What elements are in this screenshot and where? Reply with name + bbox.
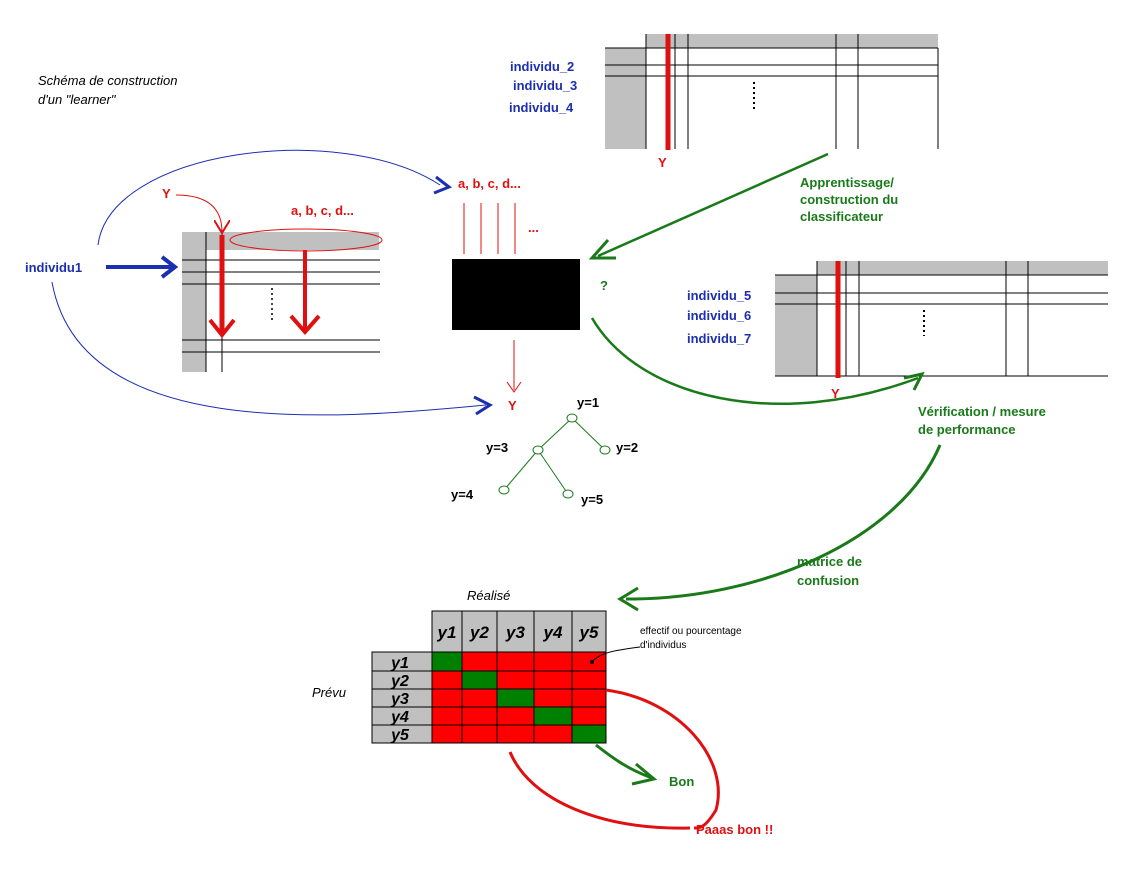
matrix-cell-y5-y3 [496, 724, 535, 744]
matrix-cell-y3-y1 [431, 688, 463, 708]
test-row-individu6: individu_6 [687, 308, 751, 323]
matrix-cell-y1-y2 [461, 651, 498, 672]
bad-curve-right [605, 688, 720, 830]
confusion-col-title: Réalisé [467, 588, 510, 603]
confusion-note-pointer [591, 646, 641, 663]
matrix-col-header-y2 [461, 610, 498, 653]
training-caption-line3: classificateur [800, 209, 883, 224]
tree-node-y1: y=1 [577, 395, 599, 410]
matrix-cell-y3-y4 [533, 688, 573, 708]
matrix-row-label-y2: y2 [390, 673, 409, 690]
bad-curve-left [508, 751, 691, 830]
matrix-col-label-y3: y3 [505, 623, 525, 642]
matrix-col-label-y5: y5 [579, 623, 599, 642]
matrix-cell-y2-y5 [571, 670, 607, 690]
training-row-individu2: individu_2 [510, 59, 574, 74]
training-target-label: Y [658, 155, 667, 170]
test-to-confusion-arrow [625, 444, 942, 601]
learner-question-mark: ? [600, 278, 608, 293]
matrix-cell-y4-y5 [571, 706, 607, 726]
tree-node-y4: y=4 [451, 487, 474, 502]
matrix-cell-y4-y2 [461, 706, 498, 726]
learner-inputs-more: ... [528, 220, 539, 235]
training-to-learner-arrow [597, 152, 829, 258]
matrix-cell-y3-y3 [496, 688, 535, 708]
matrix-row-label-y1: y1 [390, 655, 409, 672]
matrix-col-label-y1: y1 [437, 623, 457, 642]
training-data-table [605, 34, 939, 150]
learner-black-box [452, 259, 580, 330]
learner-inputs-label: a, b, c, d... [458, 176, 521, 191]
learner-input-lines [463, 203, 516, 254]
matrix-col-label-y2: y2 [469, 623, 489, 642]
matrix-cell-y5-y1 [431, 724, 463, 744]
test-row-individu7: individu_7 [687, 331, 751, 346]
confusion-note-line2: d'individus [640, 640, 686, 651]
good-label: Bon [669, 774, 694, 789]
training-row-individu3: individu_3 [513, 78, 577, 93]
tree-node-y3: y=3 [486, 440, 508, 455]
loop-arc-top [97, 149, 441, 246]
diagram-title-line2: d'un "learner" [38, 92, 117, 107]
good-arrow [595, 743, 653, 780]
left-target-label: Y [162, 186, 171, 201]
test-row-individu5: individu_5 [687, 288, 751, 303]
left-features-label: a, b, c, d... [291, 203, 354, 218]
matrix-cell-y1-y3 [496, 651, 535, 672]
matrix-cell-y2-y1 [431, 670, 463, 690]
loop-arc-bottom [51, 281, 487, 416]
matrix-cell-y4-y1 [431, 706, 463, 726]
learner-to-test-arrow [590, 317, 919, 406]
decision-tree [498, 413, 611, 499]
individu1-label: individu1 [25, 260, 82, 275]
confusion-note-line1: effectif ou pourcentage [640, 626, 742, 637]
training-row-individu4: individu_4 [509, 100, 574, 115]
test-data-table [775, 261, 1108, 378]
confusion-caption-line1: matrice de [797, 554, 862, 569]
matrix-cell-y5-y5 [571, 724, 607, 744]
matrix-cell-y4-y3 [496, 706, 535, 726]
tree-node-y5: y=5 [581, 492, 603, 507]
learner-output-label: Y [508, 398, 517, 413]
test-target-label: Y [831, 386, 840, 401]
matrix-cell-y5-y4 [533, 724, 573, 744]
matrix-row-label-y3: y3 [390, 691, 409, 708]
matrix-cell-y4-y4 [533, 706, 573, 726]
diagram-title-line1: Schéma de construction [38, 73, 177, 88]
confusion-row-title: Prévu [312, 685, 346, 700]
matrix-cell-y2-y3 [496, 670, 535, 690]
matrix-row-label-y4: y4 [390, 709, 409, 726]
matrix-cell-y2-y2 [461, 670, 498, 690]
matrix-cell-y3-y2 [461, 688, 498, 708]
matrix-col-label-y4: y4 [543, 623, 563, 642]
matrix-col-header-y4 [533, 610, 573, 653]
left-data-table [182, 228, 383, 372]
test-caption-line1: Vérification / mesure [918, 404, 1046, 419]
matrix-col-header-y3 [496, 610, 535, 653]
matrix-cell-y1-y4 [533, 651, 573, 672]
matrix-cell-y5-y2 [461, 724, 498, 744]
confusion-caption-line2: confusion [797, 573, 859, 588]
target-curve-arrow [175, 194, 222, 232]
training-caption-line2: construction du [800, 192, 898, 207]
test-caption-line2: de performance [918, 422, 1016, 437]
tree-node-y2: y=2 [616, 440, 638, 455]
matrix-cell-y1-y1 [431, 651, 463, 672]
matrix-row-label-y5: y5 [390, 727, 410, 744]
matrix-cell-y2-y4 [533, 670, 573, 690]
bad-label: Paaas bon !! [696, 822, 773, 837]
matrix-cell-y3-y5 [571, 688, 607, 708]
training-caption-line1: Apprentissage/ [800, 175, 894, 190]
